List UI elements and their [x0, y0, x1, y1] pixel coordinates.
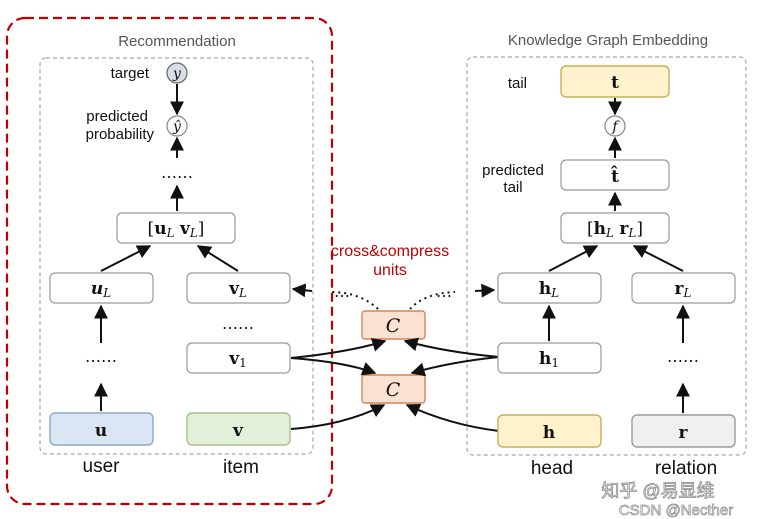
cc-unit-top-symbol: C: [386, 315, 401, 337]
cross-compress-label-2: units: [373, 262, 407, 279]
u-input-box: [49, 412, 154, 446]
cc-unit-bottom: [361, 374, 426, 404]
user-caption: user: [83, 456, 121, 477]
recommendation-module-outline: [5, 16, 334, 506]
item-caption: item: [223, 457, 259, 478]
t-text: t: [611, 73, 619, 93]
relation-caption: relation: [655, 458, 717, 479]
concat-uL-vL-text: [uL vL]: [148, 219, 205, 240]
r-input-text: r: [679, 423, 689, 443]
watermark-csdn: CSDN @Necther: [619, 502, 733, 519]
vL-text: vL: [228, 279, 247, 300]
flow-cc-to-hL-arrow: [474, 283, 496, 298]
h-input-box: [497, 414, 602, 448]
rL-text: rL: [675, 279, 692, 300]
h1-box: [497, 342, 602, 374]
uL-box: [49, 272, 154, 304]
left-dots-top: ……: [161, 163, 193, 182]
arrow-uL-to-concat: [100, 245, 152, 272]
predicted-probability-label-2: probability: [86, 126, 155, 143]
concat-hL-rL-text: [hL rL]: [587, 219, 643, 240]
cross-compress-label-1: cross&compress: [331, 243, 449, 260]
left-dots-u: ……: [85, 347, 117, 366]
cc-unit-bottom-symbol: C: [386, 379, 401, 401]
predicted-tail-label-2: tail: [503, 179, 522, 196]
f-symbol: f: [611, 119, 620, 135]
flow-cc-to-vL-arrow: [291, 283, 313, 298]
h1-text: h1: [539, 349, 559, 370]
target-y-symbol: y: [172, 66, 182, 82]
t-hat-box: [560, 159, 670, 191]
h-input-text: h: [543, 423, 555, 443]
tail-label: tail: [508, 75, 527, 92]
arrow-rL-to-concat: [632, 245, 684, 272]
middle-dots-left: …: [334, 282, 350, 301]
flow-cc-to-vL: [329, 291, 379, 310]
concat-uL-vL-box: [116, 212, 236, 244]
t-hat-text: t̂: [610, 166, 619, 187]
flow-v1-to-cc-bottom: [290, 357, 377, 376]
t-box: [560, 65, 670, 98]
recommendation-panel: [39, 57, 314, 455]
vL-box: [186, 272, 291, 304]
rL-box: [631, 272, 736, 304]
r-input-box: [631, 414, 736, 448]
f-node: [604, 115, 626, 137]
v1-text: v1: [228, 349, 247, 370]
middle-dots-right: …: [436, 282, 452, 301]
kge-panel: [466, 56, 747, 456]
flow-h1-to-cc-top: [403, 337, 500, 358]
flow-h1-to-cc-bottom: [410, 356, 500, 377]
v1-box: [186, 342, 291, 374]
flow-h-to-cc-bottom: [405, 403, 500, 432]
predicted-y-hat-node: [166, 115, 188, 137]
flow-v-to-cc-bottom: [290, 404, 386, 430]
concat-hL-rL-box: [560, 212, 670, 244]
kge-title: Knowledge Graph Embedding: [508, 32, 708, 49]
target-label: target: [111, 65, 150, 82]
right-dots-r: ……: [667, 347, 699, 366]
predicted-probability-label-1: predicted: [86, 108, 148, 125]
head-caption: head: [531, 458, 573, 479]
u-input-text: u: [95, 421, 107, 441]
uL-text: uL: [91, 279, 111, 300]
flow-v1-to-cc-top: [290, 338, 387, 359]
target-y-node: [166, 62, 188, 84]
left-dots-v: ……: [222, 314, 254, 333]
cc-unit-top: [361, 310, 426, 340]
hL-box: [497, 272, 602, 304]
v-input-box: [186, 412, 291, 446]
watermark-zhihu: 知乎 @易显维: [601, 481, 714, 501]
recommendation-title: Recommendation: [118, 33, 236, 50]
arrow-hL-to-concat: [548, 245, 599, 272]
arrow-vL-to-concat: [196, 245, 239, 272]
v-input-text: v: [232, 421, 244, 441]
hL-text: hL: [539, 279, 559, 300]
predicted-y-hat-symbol: ŷ: [172, 118, 182, 135]
predicted-tail-label-1: predicted: [482, 162, 544, 179]
